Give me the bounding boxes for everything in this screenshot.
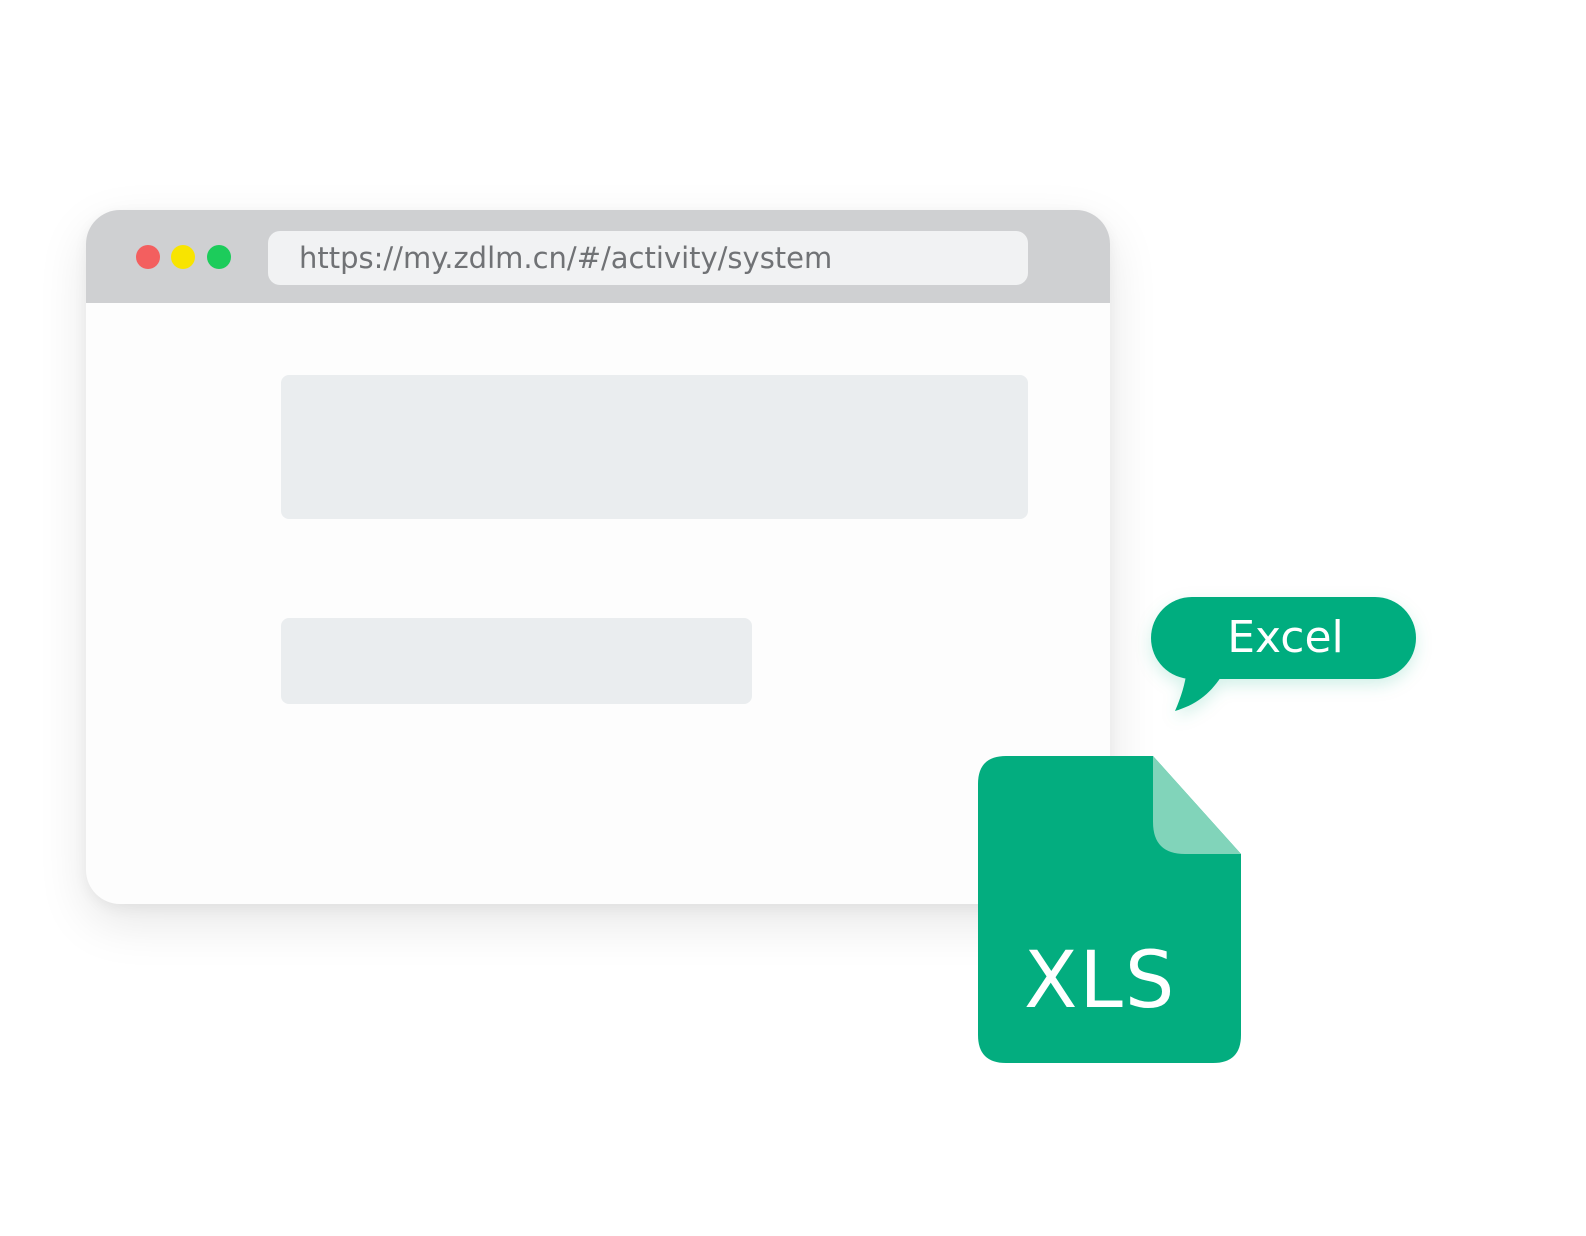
maximize-window-icon[interactable] <box>207 245 231 269</box>
browser-window: https://my.zdlm.cn/#/activity/system <box>86 210 1110 904</box>
minimize-window-icon[interactable] <box>171 245 195 269</box>
file-shape-icon <box>978 756 1241 1063</box>
content-placeholder-large <box>281 375 1028 519</box>
browser-title-bar: https://my.zdlm.cn/#/activity/system <box>86 210 1110 303</box>
xls-file-icon: XLS <box>978 756 1241 1063</box>
address-bar[interactable]: https://my.zdlm.cn/#/activity/system <box>268 231 1028 285</box>
excel-speech-bubble: Excel <box>1151 597 1416 711</box>
content-placeholder-small <box>281 618 752 704</box>
speech-bubble-icon <box>1151 597 1416 711</box>
xls-label: XLS <box>1024 936 1177 1026</box>
close-window-icon[interactable] <box>136 245 160 269</box>
excel-label: Excel <box>1227 612 1344 663</box>
